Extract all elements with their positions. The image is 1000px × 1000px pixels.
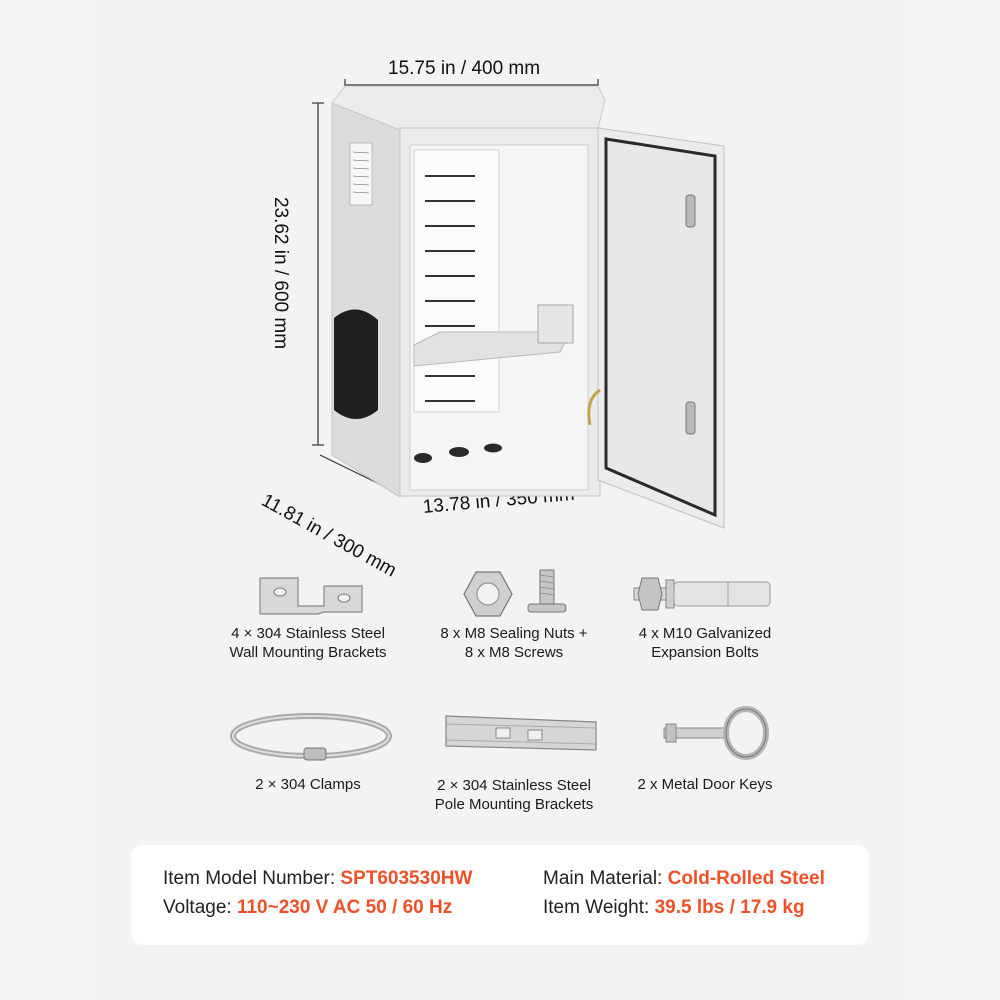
door-key-label-line1: 2 x Metal Door Keys (637, 776, 773, 793)
weight-label: Item Weight: (543, 897, 650, 918)
material-spec: Main Material: Cold-Rolled Steel (543, 868, 825, 890)
clamp-label-line1: 2 × 304 Clamps (255, 776, 361, 793)
material-label: Main Material: (543, 868, 663, 889)
model-number-label: Item Model Number: (163, 868, 336, 889)
wall-bracket-label-line1: 4 × 304 Stainless Steel (231, 625, 385, 642)
pole-bracket-icon (445, 715, 597, 751)
voltage-label: Voltage: (163, 897, 232, 918)
expansion-bolt-label: 4 x M10 Galvanized Expansion Bolts (605, 624, 805, 662)
nut-screw-label: 8 x M8 Sealing Nuts + 8 x M8 Screws (414, 624, 614, 662)
pole-bracket-label: 2 × 304 Stainless Steel Pole Mounting Br… (414, 776, 614, 814)
expansion-bolt-icon (633, 577, 771, 611)
nut-screw-icon (463, 569, 567, 617)
model-number-spec: Item Model Number: SPT603530HW (163, 868, 472, 890)
expansion-bolt-label-line1: 4 x M10 Galvanized (638, 625, 772, 642)
voltage-value: 110~230 V AC 50 / 60 Hz (236, 897, 453, 918)
pole-bracket-label-line1: 2 × 304 Stainless Steel (437, 777, 591, 794)
door-key-label: 2 x Metal Door Keys (605, 775, 805, 794)
material-value: Cold-Rolled Steel (667, 868, 825, 889)
clamp-label: 2 × 304 Clamps (208, 775, 408, 794)
door-key-icon (663, 706, 769, 760)
weight-value: 39.5 lbs / 17.9 kg (654, 897, 805, 918)
voltage-spec: Voltage: 110~230 V AC 50 / 60 Hz (163, 897, 452, 919)
pole-bracket-label-line2: Pole Mounting Brackets (434, 796, 594, 813)
wall-bracket-icon (259, 577, 363, 615)
nut-screw-label-line1: 8 x M8 Sealing Nuts + (440, 625, 588, 642)
wall-bracket-label-line2: Wall Mounting Brackets (229, 644, 387, 661)
width-dimension-label: 15.75 in / 400 mm (388, 58, 541, 79)
expansion-bolt-label-line2: Expansion Bolts (651, 644, 759, 661)
weight-spec: Item Weight: 39.5 lbs / 17.9 kg (543, 897, 805, 919)
nut-screw-label-line2: 8 x M8 Screws (464, 644, 564, 661)
model-number-value: SPT603530HW (340, 868, 473, 889)
spec-card (131, 845, 869, 945)
clamp-icon (230, 713, 392, 761)
wall-bracket-label: 4 × 304 Stainless Steel Wall Mounting Br… (208, 624, 408, 662)
